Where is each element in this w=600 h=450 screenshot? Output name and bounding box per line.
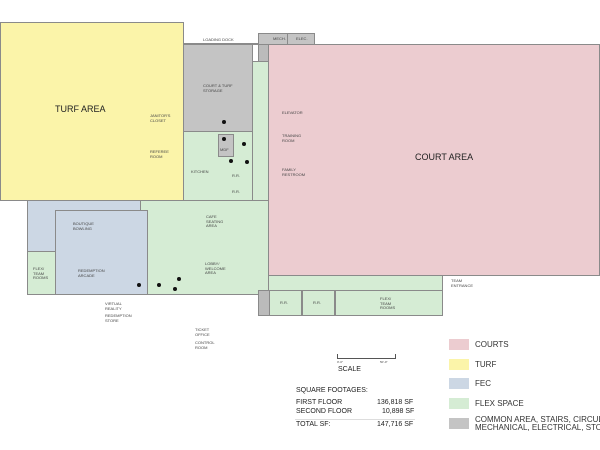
training-label: TRAINING ROOM xyxy=(282,133,302,143)
footage-row-value: 136,818 SF xyxy=(377,399,414,406)
footage-row-label: SECOND FLOOR xyxy=(296,408,353,415)
store-label: REDEMPTION STORE xyxy=(105,313,132,323)
lobby-area xyxy=(140,200,269,295)
scale-bar xyxy=(337,354,396,359)
bowling-label: BOUTIQUE BOWLING xyxy=(73,221,94,231)
footage-row-label: FIRST FLOOR xyxy=(296,399,343,406)
mech-label: MECH. xyxy=(273,36,286,41)
flex-south-label: FLEX/ TEAM ROOMS xyxy=(380,296,396,310)
rr-label: R.R. xyxy=(232,189,240,194)
elevator-label: ELEVATOR xyxy=(282,110,303,115)
turf-label: TURF AREA xyxy=(55,104,106,114)
legend-swatch-fec xyxy=(449,378,469,389)
scale-label: SCALE xyxy=(338,366,361,373)
mdf-room xyxy=(218,134,234,157)
scale-end: 50'-0" xyxy=(380,360,388,364)
legend-swatch-common xyxy=(449,418,469,429)
legend-label: COURTS xyxy=(475,340,509,349)
marker xyxy=(229,159,233,163)
south-corridor xyxy=(268,275,443,291)
footage-title: SQUARE FOOTAGES: xyxy=(296,387,368,394)
arcade-area xyxy=(55,210,148,295)
loading-dock-label: LOADING DOCK xyxy=(203,37,234,42)
cafe-label: CAFE SEATING AREA xyxy=(206,214,224,228)
rr-divider xyxy=(334,290,336,316)
lobby-label: LOBBY/ WELCOME AREA xyxy=(205,261,226,275)
south-rooms xyxy=(258,290,443,316)
mdf-label: MDF xyxy=(220,147,229,152)
south-stair xyxy=(258,290,270,316)
footage-row-value: 10,898 SF xyxy=(382,408,415,415)
storage-room xyxy=(183,44,253,132)
marker xyxy=(222,137,226,141)
marker xyxy=(222,120,226,124)
marker xyxy=(177,277,181,281)
rr-label: R.R. xyxy=(280,300,288,305)
loading-dock-wall xyxy=(183,43,258,45)
legend-label: FEC xyxy=(475,379,491,388)
court-label: COURT AREA xyxy=(415,152,474,162)
vr-label: VIRTUAL REALITY xyxy=(105,301,122,311)
rr-label: R.R. xyxy=(313,300,321,305)
flex-team-rooms-west xyxy=(27,251,56,295)
legend-swatch-flex xyxy=(449,398,469,409)
marker xyxy=(242,142,246,146)
legend-label: FLEX SPACE xyxy=(475,399,524,408)
storage-label: COURT & TURF STORAGE xyxy=(203,83,233,93)
legend-swatch-turf xyxy=(449,359,469,370)
rr-divider xyxy=(301,290,303,316)
team-entrance-label: TEAM ENTRANCE xyxy=(451,278,474,288)
marker xyxy=(245,160,249,164)
rr-label: R.R. xyxy=(232,173,240,178)
footage-divider xyxy=(295,419,415,420)
scale-start: 0'-0" xyxy=(337,360,343,364)
elec-label: ELEC. xyxy=(296,36,308,41)
control-label: CONTROL ROOM xyxy=(195,340,215,350)
turf-area xyxy=(0,22,184,201)
ticket-label: TICKET OFFICE xyxy=(195,327,210,337)
marker xyxy=(173,287,177,291)
marker xyxy=(157,283,161,287)
legend-label: COMMON AREA, STAIRS, CIRCULATION, MECHAN… xyxy=(475,415,600,432)
flex-west-label: FLEX/ TEAM ROOMS xyxy=(33,266,49,280)
family-label: FAMILY RESTROOM xyxy=(282,167,306,177)
kitchen-label: KITCHEN xyxy=(191,169,209,174)
referee-label: REFEREE ROOM xyxy=(150,149,169,159)
arcade-label: REDEMPTION ARCADE xyxy=(78,268,105,278)
legend-label: TURF xyxy=(475,360,497,369)
marker xyxy=(137,283,141,287)
footage-total-label: TOTAL SF: xyxy=(296,421,331,428)
footage-total-value: 147,716 SF xyxy=(377,421,414,428)
janitor-label: JANITOR'S CLOSET xyxy=(150,113,171,123)
legend-swatch-courts xyxy=(449,339,469,350)
